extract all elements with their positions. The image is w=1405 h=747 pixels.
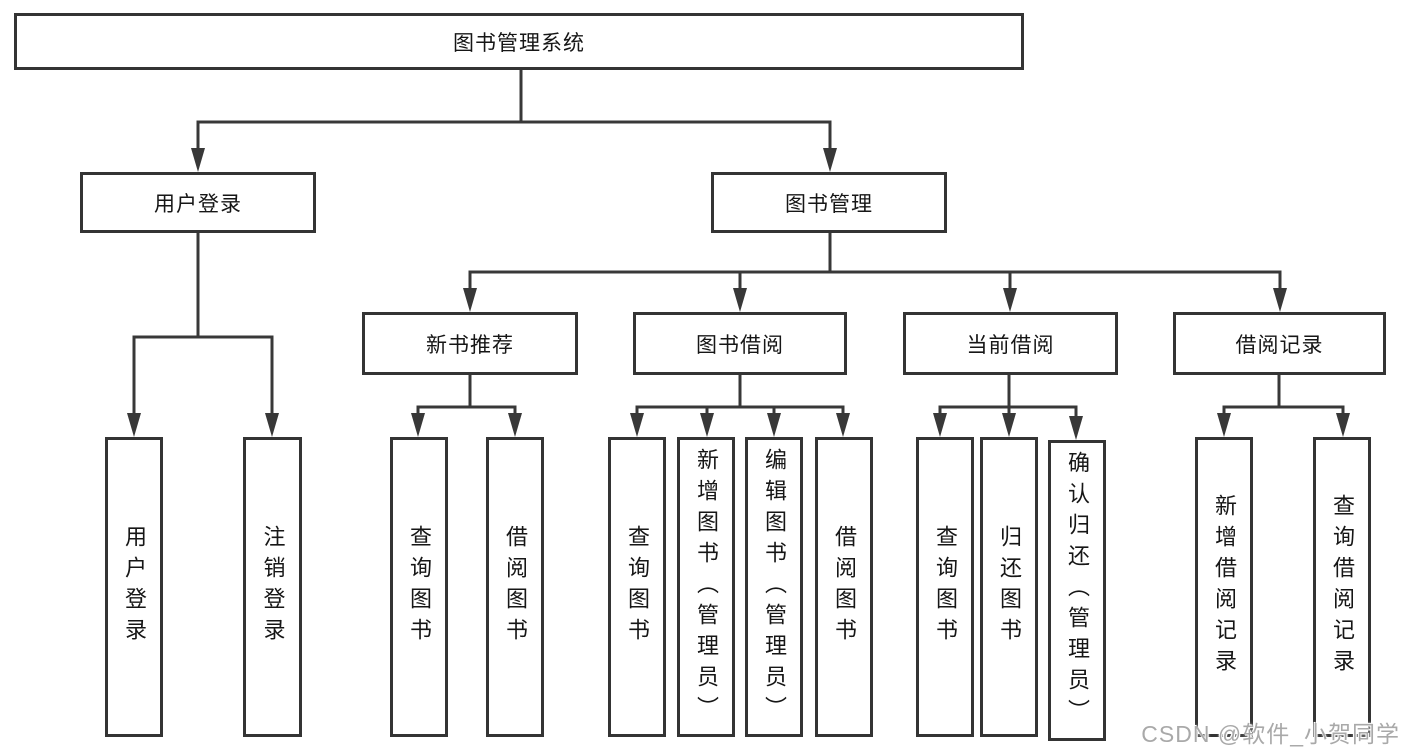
arrow-icon xyxy=(1003,288,1017,312)
arrow-icon xyxy=(463,288,477,312)
node-library-system: 图书管理系统 xyxy=(14,13,1024,70)
leaf-return-books: 归还图书 xyxy=(980,437,1038,737)
arrow-icon xyxy=(700,413,714,437)
node-book-management: 图书管理 xyxy=(711,172,947,233)
arrow-icon xyxy=(1336,413,1350,437)
leaf-borrow-books: 借阅图书 xyxy=(815,437,873,737)
arrow-icon xyxy=(1273,288,1287,312)
node-current-borrow: 当前借阅 xyxy=(903,312,1118,375)
leaf-query-borrow-record: 查询借阅记录 xyxy=(1313,437,1371,737)
node-user-login: 用户登录 xyxy=(80,172,316,233)
arrow-icon xyxy=(1217,413,1231,437)
leaf-confirm-return-admin: 确认归还（管理员） xyxy=(1048,440,1106,741)
leaf-add-books-admin: 新增图书（管理员） xyxy=(677,437,735,737)
leaf-query-books-recommend: 查询图书 xyxy=(390,437,448,737)
arrow-icon xyxy=(265,413,279,437)
leaf-logout: 注销登录 xyxy=(243,437,302,737)
arrow-icon xyxy=(1002,413,1016,437)
arrow-icon xyxy=(1069,416,1083,440)
node-new-book-recommend: 新书推荐 xyxy=(362,312,578,375)
arrow-icon xyxy=(630,413,644,437)
arrow-icon xyxy=(767,413,781,437)
arrow-icon xyxy=(733,288,747,312)
arrow-icon xyxy=(836,413,850,437)
leaf-borrow-books-recommend: 借阅图书 xyxy=(486,437,544,737)
arrow-icon xyxy=(933,413,947,437)
arrow-icon xyxy=(508,413,522,437)
leaf-edit-books-admin: 编辑图书（管理员） xyxy=(745,437,803,737)
node-borrow-records: 借阅记录 xyxy=(1173,312,1386,375)
leaf-query-books-borrow: 查询图书 xyxy=(608,437,666,737)
arrow-icon xyxy=(411,413,425,437)
arrow-icon xyxy=(191,148,205,172)
leaf-query-books-current: 查询图书 xyxy=(916,437,974,737)
arrow-icon xyxy=(127,413,141,437)
leaf-add-borrow-record: 新增借阅记录 xyxy=(1195,437,1253,737)
node-book-borrow: 图书借阅 xyxy=(633,312,847,375)
csdn-watermark: CSDN @软件_小贺同学 xyxy=(1141,721,1400,747)
leaf-user-login: 用户登录 xyxy=(105,437,163,737)
arrow-icon xyxy=(823,148,837,172)
